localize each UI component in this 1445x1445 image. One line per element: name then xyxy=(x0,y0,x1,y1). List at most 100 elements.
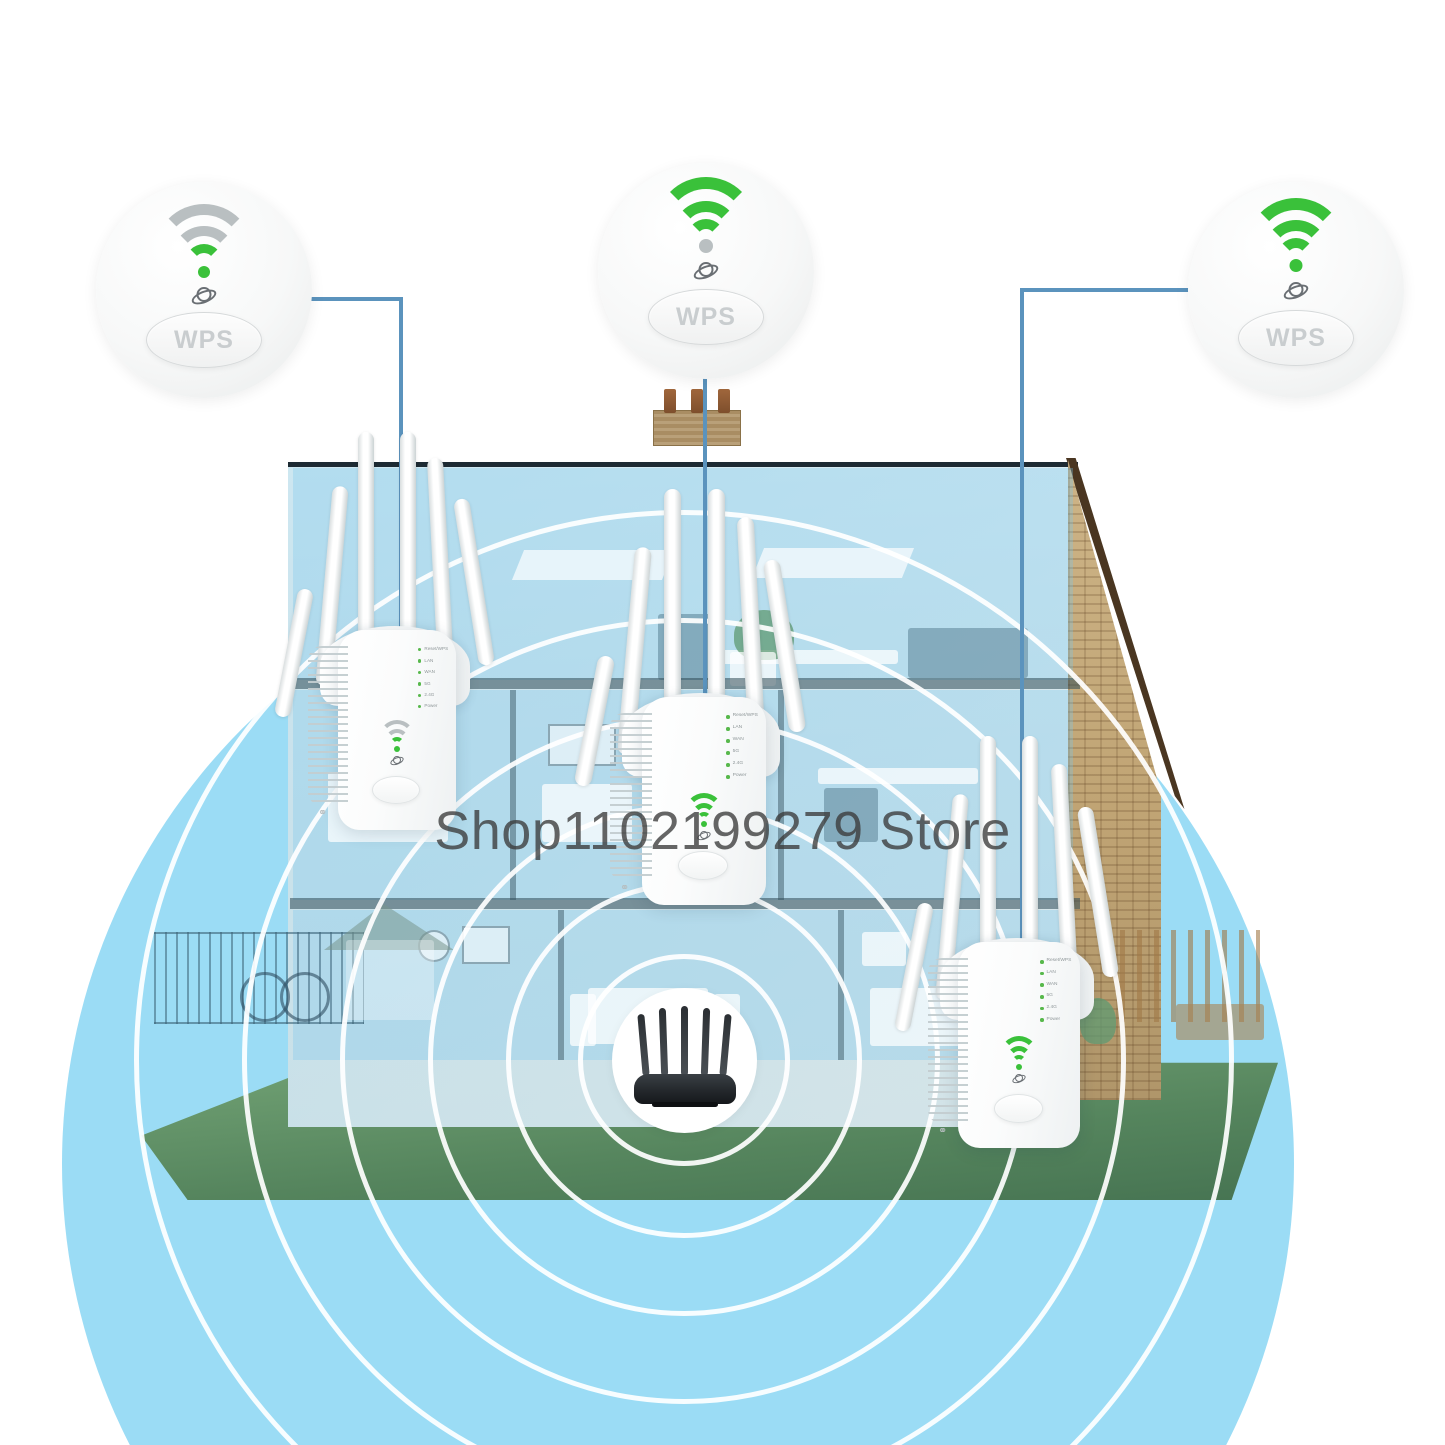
led-dot xyxy=(726,739,730,743)
globe-icon xyxy=(1011,1072,1027,1086)
antenna xyxy=(358,432,374,654)
chimney-pot xyxy=(691,389,703,413)
wifi-repeater-upper-left[interactable]: Reset/WPS LAN WAN 5G 2.4G Power ⚭ xyxy=(273,430,516,830)
led-status-column: Reset/WPS LAN WAN 5G 2.4G Power xyxy=(418,646,448,714)
chimney xyxy=(653,389,741,446)
antenna xyxy=(400,432,416,654)
wifi-arc-middle xyxy=(691,803,717,828)
antenna xyxy=(736,516,765,722)
antenna xyxy=(664,489,681,721)
reset-icon[interactable]: ⚭ xyxy=(938,1125,948,1137)
ventilation-grille xyxy=(610,713,652,881)
led-dot xyxy=(418,670,422,675)
led-indicator-row: LAN xyxy=(726,725,758,733)
globe-icon xyxy=(389,754,405,768)
globe-ball xyxy=(196,287,212,303)
led-label: 2.4G xyxy=(424,691,435,697)
lead-line-right-vertical xyxy=(1020,288,1024,968)
reset-icon[interactable]: ⚭ xyxy=(318,807,328,819)
ventilation-grille xyxy=(308,646,348,806)
router-antenna xyxy=(719,1013,732,1077)
led-indicator-row: WAN xyxy=(1040,981,1071,989)
led-dot xyxy=(418,659,422,663)
router-antenna xyxy=(681,1006,688,1076)
wifi-signal-indicator-center xyxy=(598,163,814,379)
led-dot xyxy=(418,648,422,652)
led-dot xyxy=(726,763,730,767)
led-label: 2.4G xyxy=(732,761,744,767)
globe-icon xyxy=(691,259,721,285)
wps-button-label: WPS xyxy=(676,302,736,331)
wps-button-center[interactable]: WPS xyxy=(648,289,764,345)
device-wifi-indicator xyxy=(338,720,456,810)
globe-ring xyxy=(1011,1073,1027,1085)
led-label: 5G xyxy=(732,749,740,755)
wifi-signal-indicator-left xyxy=(96,182,312,398)
globe-ring xyxy=(691,261,721,283)
led-label: WAN xyxy=(732,737,744,743)
device-wps-button[interactable] xyxy=(372,776,420,804)
wifi-center-dot xyxy=(701,821,707,827)
wps-button-left[interactable]: WPS xyxy=(146,312,262,368)
led-label: WAN xyxy=(424,669,435,675)
led-indicator-row: WAN xyxy=(726,737,758,745)
wifi-center-dot xyxy=(394,746,400,752)
antenna xyxy=(762,558,807,734)
led-dot xyxy=(418,704,422,709)
wifi-arc-inner xyxy=(697,812,711,826)
wifi-arc-outer xyxy=(154,204,254,304)
led-label: Reset/WPS xyxy=(1046,958,1072,964)
globe-ball xyxy=(1288,282,1304,298)
callout-bubble-left[interactable]: WPS xyxy=(96,182,312,398)
led-indicator-row: 2.4G xyxy=(418,692,448,699)
lead-line-center-vertical xyxy=(703,330,707,715)
led-label: 2.4G xyxy=(1046,1005,1057,1011)
antenna xyxy=(1050,763,1078,967)
led-dot xyxy=(1040,1006,1044,1011)
led-dot xyxy=(726,751,730,755)
led-indicator-row: 5G xyxy=(418,680,448,687)
device-wps-button[interactable] xyxy=(678,851,728,880)
wifi-arc-outer xyxy=(1000,1036,1038,1074)
led-indicator-row: Reset/WPS xyxy=(1040,958,1071,966)
central-router[interactable] xyxy=(612,988,757,1133)
led-label: LAN xyxy=(732,725,743,731)
globe-icon xyxy=(1281,279,1311,305)
led-label: LAN xyxy=(424,657,434,663)
antenna xyxy=(980,736,996,966)
led-label: LAN xyxy=(1046,970,1056,976)
wifi-arc-inner xyxy=(390,737,404,751)
globe-ring xyxy=(389,755,405,767)
led-dot xyxy=(1040,971,1044,976)
ventilation-grille xyxy=(928,958,968,1124)
wps-button-right[interactable]: WPS xyxy=(1238,310,1354,366)
antenna xyxy=(708,489,725,721)
callout-bubble-right[interactable]: WPS xyxy=(1188,182,1404,398)
led-label: 5G xyxy=(424,680,431,686)
led-indicator-row: 5G xyxy=(1040,993,1071,1001)
reset-icon[interactable]: ⚭ xyxy=(620,882,630,894)
led-label: Power xyxy=(424,703,438,709)
device-wps-button[interactable] xyxy=(994,1094,1043,1123)
callout-bubble-center[interactable]: WPS xyxy=(598,163,814,379)
led-label: Reset/WPS xyxy=(424,646,449,652)
wifi-arc-inner xyxy=(1012,1055,1026,1069)
wifi-arc-inner xyxy=(1277,238,1315,276)
wifi-arc-middle xyxy=(171,226,237,292)
router-base xyxy=(634,1074,736,1104)
globe-icon xyxy=(696,829,712,843)
globe-ball xyxy=(698,262,714,278)
led-indicator-row: Power xyxy=(1040,1016,1071,1024)
wifi-arc-middle xyxy=(1263,220,1329,286)
lead-line-left-horizontal xyxy=(305,297,403,301)
led-dot xyxy=(1040,995,1044,999)
wifi-arc-inner xyxy=(687,219,725,257)
chimney-pot xyxy=(664,389,676,413)
wifi-repeater-lower-right[interactable]: Reset/WPS LAN WAN 5G 2.4G Power ⚭ xyxy=(893,730,1138,1150)
led-dot xyxy=(418,682,422,686)
router-antenna xyxy=(637,1013,650,1077)
wifi-signal-indicator-right xyxy=(1188,182,1404,398)
